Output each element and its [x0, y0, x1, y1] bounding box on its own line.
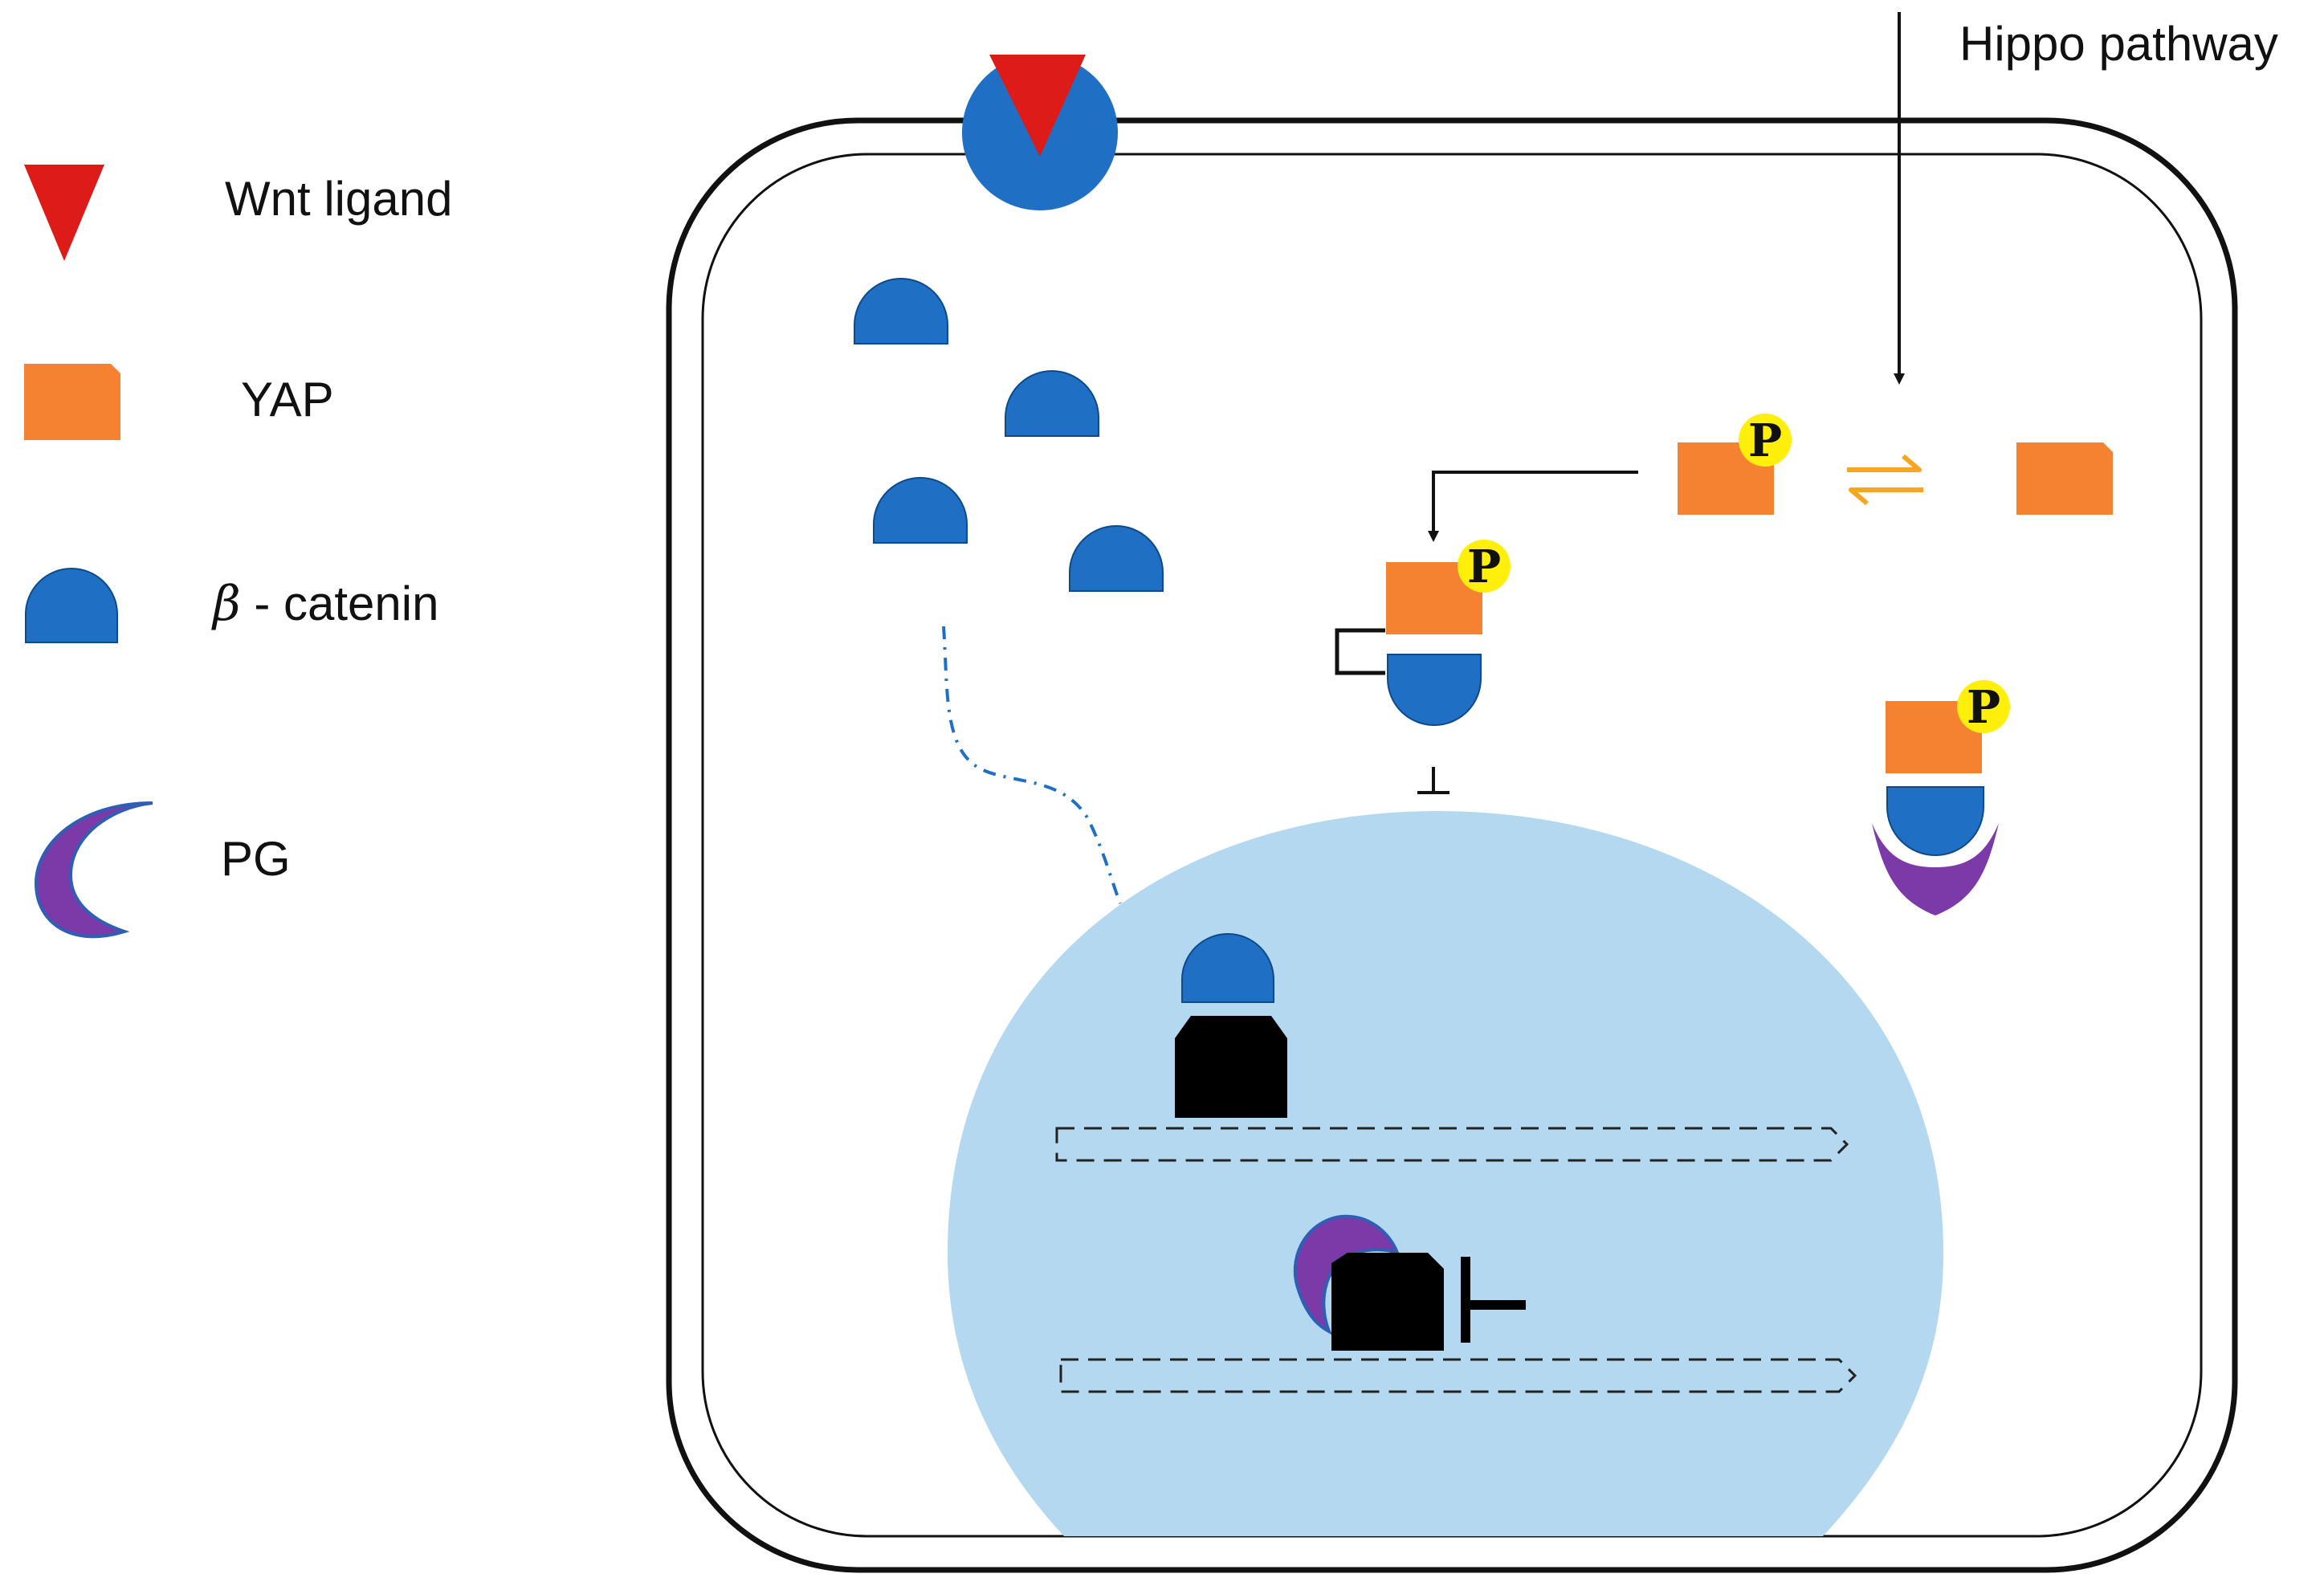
- transcription-factor-icon: [1331, 1253, 1444, 1351]
- beta-catenin-icon: [1886, 786, 1984, 856]
- nucleus-shape: [948, 811, 1943, 1536]
- beta-catenin-icon: [854, 278, 948, 344]
- beta-label-rest: - catenin: [241, 577, 439, 630]
- translocation-path: [942, 626, 1122, 904]
- phospho-label: P: [1467, 540, 1501, 593]
- pyap-beta-catenin-pg-complex: P: [1872, 680, 2010, 915]
- nuclear-pg-tf-complex: [1293, 1214, 1526, 1351]
- beta-catenin-icon: [25, 568, 118, 643]
- pg-icon: [1872, 823, 1999, 915]
- phospho-label: P: [1967, 681, 2000, 734]
- hippo-pathway-label: Hippo pathway: [1959, 17, 2278, 71]
- legend-item-beta-catenin: β - catenin: [25, 568, 438, 643]
- yap-phosphorylation-equilibrium: P: [1678, 414, 2113, 515]
- pg-icon: [1293, 1214, 1401, 1335]
- beta-symbol: β: [211, 576, 241, 632]
- legend: Wnt ligand YAP β - catenin PG: [24, 165, 452, 939]
- yap-free: [2016, 442, 2113, 515]
- legend-label-wnt: Wnt ligand: [225, 172, 452, 226]
- yap-icon: [24, 364, 120, 440]
- hippo-pathway: Hippo pathway: [1894, 12, 2278, 385]
- legend-label-pg: PG: [221, 832, 291, 886]
- cytoplasmic-beta-catenin-group: [854, 278, 1164, 592]
- complex-bracket: [1335, 628, 1385, 675]
- beta-catenin-icon: [1069, 525, 1164, 592]
- yap-icon: [2016, 442, 2113, 515]
- legend-item-yap: YAP: [24, 364, 334, 440]
- legend-label-yap: YAP: [241, 373, 334, 426]
- legend-item-wnt: Wnt ligand: [24, 165, 452, 261]
- inhibition-icon: [1461, 1257, 1526, 1343]
- equilibrium-arrow-icon: [1847, 454, 1923, 506]
- legend-label-beta-catenin: β - catenin: [211, 576, 438, 632]
- cell-membrane-outer: [666, 117, 2238, 1573]
- wnt-ligand-icon: [24, 165, 104, 261]
- dna-strand-icon: [1055, 1127, 1849, 1162]
- pyap-beta-catenin-complex: P: [1335, 540, 1511, 794]
- beta-catenin-icon: [1005, 370, 1099, 437]
- wnt-ligand-bound-icon: [989, 55, 1086, 157]
- beta-catenin-icon: [1387, 654, 1482, 726]
- inhibition-icon: [1417, 767, 1449, 794]
- beta-catenin-icon: [873, 477, 968, 544]
- phospho-yap: P: [1678, 414, 1792, 515]
- nuclear-beta-catenin-tf-complex: [1175, 933, 1287, 1118]
- dna-strand-1: [1055, 1127, 1849, 1162]
- yap-sequestration-arrow: [1428, 471, 1638, 542]
- phospho-label: P: [1748, 414, 1782, 467]
- nucleus: [948, 811, 1943, 1536]
- beta-catenin-icon: [1181, 933, 1274, 1003]
- legend-item-pg: PG: [34, 801, 291, 939]
- wnt-receptor: [962, 55, 1118, 210]
- transcription-factor-icon: [1175, 1016, 1287, 1118]
- pg-icon: [34, 801, 153, 939]
